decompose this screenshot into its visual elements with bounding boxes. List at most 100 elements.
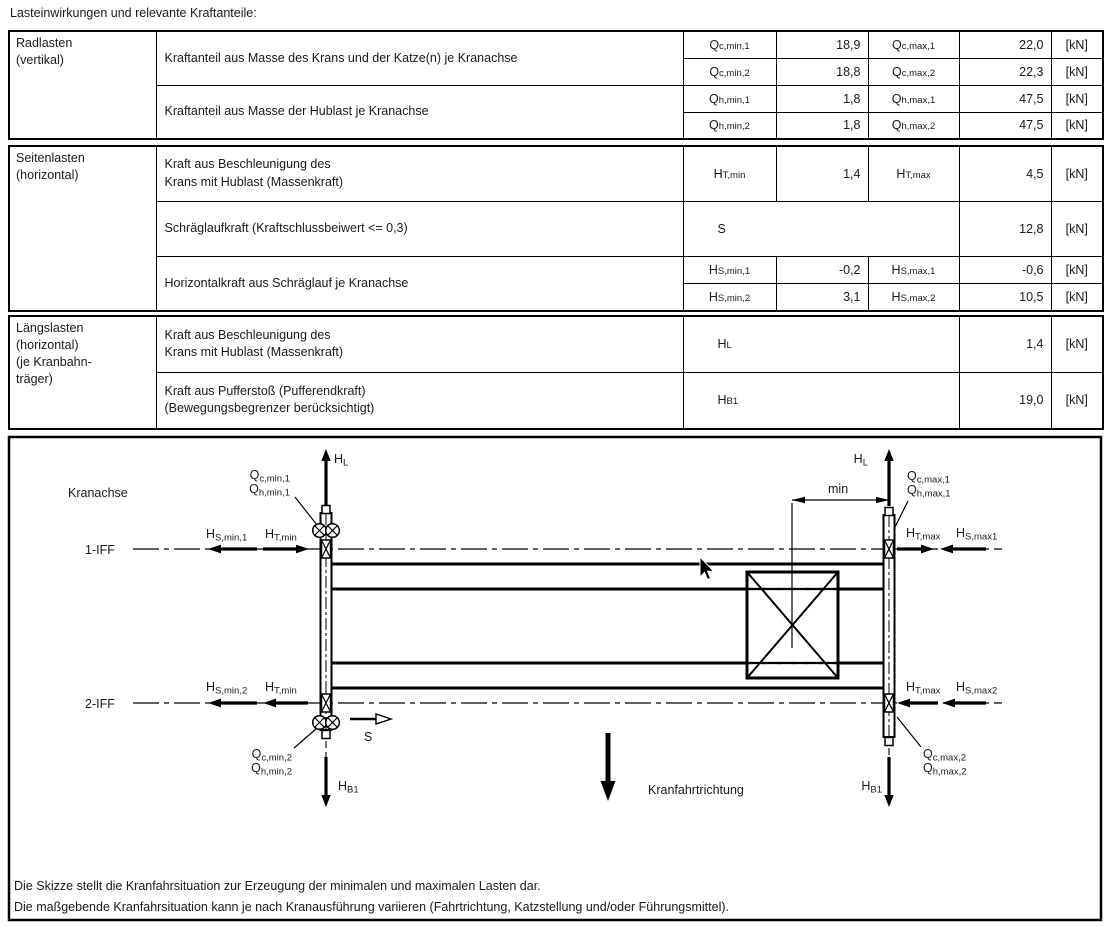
arrow-hs-max2 xyxy=(942,698,986,708)
value-max-cell: 4,5 xyxy=(958,145,1052,202)
value-min-cell: 1,8 xyxy=(775,111,869,140)
desc-cell: Kraftanteil aus Masse der Hublast je Kra… xyxy=(155,84,684,140)
category-cell: Längslasten (horizontal) (je Kranbahn- t… xyxy=(8,315,157,430)
arrow-hb1-left xyxy=(321,757,331,807)
arrow-hs-max1 xyxy=(940,544,986,554)
symbol-min-cell: Qc,min,2 xyxy=(682,57,777,86)
desc-cell: Kraft aus Beschleunigung des Krans mit H… xyxy=(155,145,684,202)
arrow-hb1-right xyxy=(884,757,894,807)
left-end-carriage xyxy=(311,452,341,758)
label-hs-min-1: HS,min,1 xyxy=(206,527,247,544)
label-ht-min-top: HT,min xyxy=(265,527,297,544)
symbol-max-cell: HT,max xyxy=(867,145,960,202)
force-arrows xyxy=(208,449,986,807)
value-min-cell: -0,2 xyxy=(775,255,869,284)
arrow-hl-left xyxy=(321,449,331,506)
min-dimension xyxy=(792,496,889,504)
table-row: Qh,min,2 1,8 Qh,max,2 47,5 [kN] xyxy=(9,111,1104,140)
table-row: Schräglaufkraft (Kraftschlussbeiwert <= … xyxy=(9,200,1104,257)
arrow-ht-min-top xyxy=(263,544,309,554)
desc-cell: Schräglaufkraft (Kraftschlussbeiwert <= … xyxy=(155,200,684,257)
arrow-hs-min-2 xyxy=(208,698,257,708)
unit-cell: [kN] xyxy=(1050,111,1104,140)
symbol-min-cell: HS,min,2 xyxy=(682,282,777,312)
label-qh-max-2: Qh,max,2 xyxy=(923,761,967,778)
symbol-cell: HL xyxy=(682,315,960,373)
page-title: Lasteinwirkungen und relevante Kraftante… xyxy=(10,6,257,20)
value-min-cell: 18,8 xyxy=(775,57,869,86)
rail-wheel-axis2-icon xyxy=(320,693,332,713)
table-row: Kraft aus Pufferstoß (Pufferendkraft) (B… xyxy=(9,371,1104,430)
value-max-cell: 47,5 xyxy=(958,84,1052,113)
label-hl-right: HL xyxy=(854,452,868,469)
symbol-cell: S xyxy=(682,200,960,257)
axis-2-label: 2-IFF xyxy=(85,697,115,711)
value-max-cell: 22,0 xyxy=(958,30,1052,59)
label-qc-max-2: Qc,max,2 xyxy=(923,747,966,764)
axis-1-label: 1-IFF xyxy=(85,543,115,557)
unit-cell: [kN] xyxy=(1050,315,1104,373)
desc-cell: Kraft aus Pufferstoß (Pufferendkraft) (B… xyxy=(155,371,684,430)
arrow-ht-max-top xyxy=(897,544,934,554)
wheel-top-icon xyxy=(311,522,341,539)
unit-cell: [kN] xyxy=(1050,145,1104,202)
unit-cell: [kN] xyxy=(1050,371,1104,430)
arrow-skew-force-s xyxy=(350,713,394,725)
arrow-ht-max-bottom xyxy=(897,698,938,708)
arrow-hs-min-1 xyxy=(208,544,257,554)
unit-cell: [kN] xyxy=(1050,200,1104,257)
unit-cell: [kN] xyxy=(1050,255,1104,284)
load-table-laengslasten: Längslasten (horizontal) (je Kranbahn- t… xyxy=(8,315,1104,430)
kranachse-label: Kranachse xyxy=(68,486,128,500)
unit-cell: [kN] xyxy=(1050,282,1104,312)
value-min-cell: 1,4 xyxy=(775,145,869,202)
label-hs-max1: HS,max1 xyxy=(956,526,997,543)
bridge-girders xyxy=(332,562,883,690)
rail-wheel-axis2-icon xyxy=(883,693,895,713)
label-qc-min-1: Qc,min,1 xyxy=(250,468,290,485)
label-hs-max2: HS,max2 xyxy=(956,680,997,697)
arrow-travel-direction xyxy=(600,733,616,801)
load-table-radlasten: Radlasten (vertikal) Kraftanteil aus Mas… xyxy=(8,30,1104,140)
crab-trolley xyxy=(745,503,840,680)
mouse-cursor-icon xyxy=(699,555,715,581)
wheel-bottom-icon xyxy=(311,714,341,731)
sketch-note-2: Die maßgebende Kranfahrsituation kann je… xyxy=(14,900,729,914)
label-hs-min-2: HS,min,2 xyxy=(206,680,247,697)
label-qc-max-1: Qc,max,1 xyxy=(907,469,950,486)
label-qc-min-2: Qc,min,2 xyxy=(252,747,292,764)
symbol-min-cell: HS,min,1 xyxy=(682,255,777,284)
symbol-cell: HB1 xyxy=(682,371,960,430)
symbol-min-cell: Qh,min,1 xyxy=(682,84,777,113)
arrow-hl-right xyxy=(884,449,894,506)
category-cell: Seitenlasten (horizontal) xyxy=(8,145,157,312)
s-force-label: S xyxy=(364,730,372,744)
diagram-frame xyxy=(7,435,1103,922)
sketch-note-1: Die Skizze stellt die Kranfahrsituation … xyxy=(14,879,541,893)
rail-wheel-axis1-icon xyxy=(320,539,332,559)
label-qh-max-1: Qh,max,1 xyxy=(907,483,951,500)
desc-cell: Kraftanteil aus Masse des Krans und der … xyxy=(155,30,684,86)
label-qh-min-1: Qh,min,1 xyxy=(249,482,290,499)
right-end-carriage xyxy=(882,452,896,758)
table-row: Qc,min,2 18,8 Qc,max,2 22,3 [kN] xyxy=(9,57,1104,86)
label-ht-max-top: HT,max xyxy=(906,526,941,543)
leader-lines xyxy=(293,496,922,749)
table-row: Kraftanteil aus Masse der Hublast je Kra… xyxy=(9,84,1104,140)
label-hb1-right: HB1 xyxy=(861,779,882,796)
category-cell: Radlasten (vertikal) xyxy=(8,30,157,140)
load-table-seitenlasten: Seitenlasten (horizontal) Kraft aus Besc… xyxy=(8,145,1104,312)
value-cell: 19,0 xyxy=(958,371,1052,430)
value-max-cell: 22,3 xyxy=(958,57,1052,86)
table-row: Seitenlasten (horizontal) Kraft aus Besc… xyxy=(8,145,1104,312)
label-hb1-left: HB1 xyxy=(338,779,359,796)
table-row: HS,min,2 3,1 HS,max,2 10,5 [kN] xyxy=(9,282,1104,312)
min-dim-label: min xyxy=(828,482,848,496)
symbol-min-cell: Qc,min,1 xyxy=(682,30,777,59)
label-hl-left: HL xyxy=(334,452,348,469)
label-qh-min-2: Qh,min,2 xyxy=(251,761,292,778)
label-ht-max-bottom: HT,max xyxy=(906,680,941,697)
value-min-cell: 3,1 xyxy=(775,282,869,312)
